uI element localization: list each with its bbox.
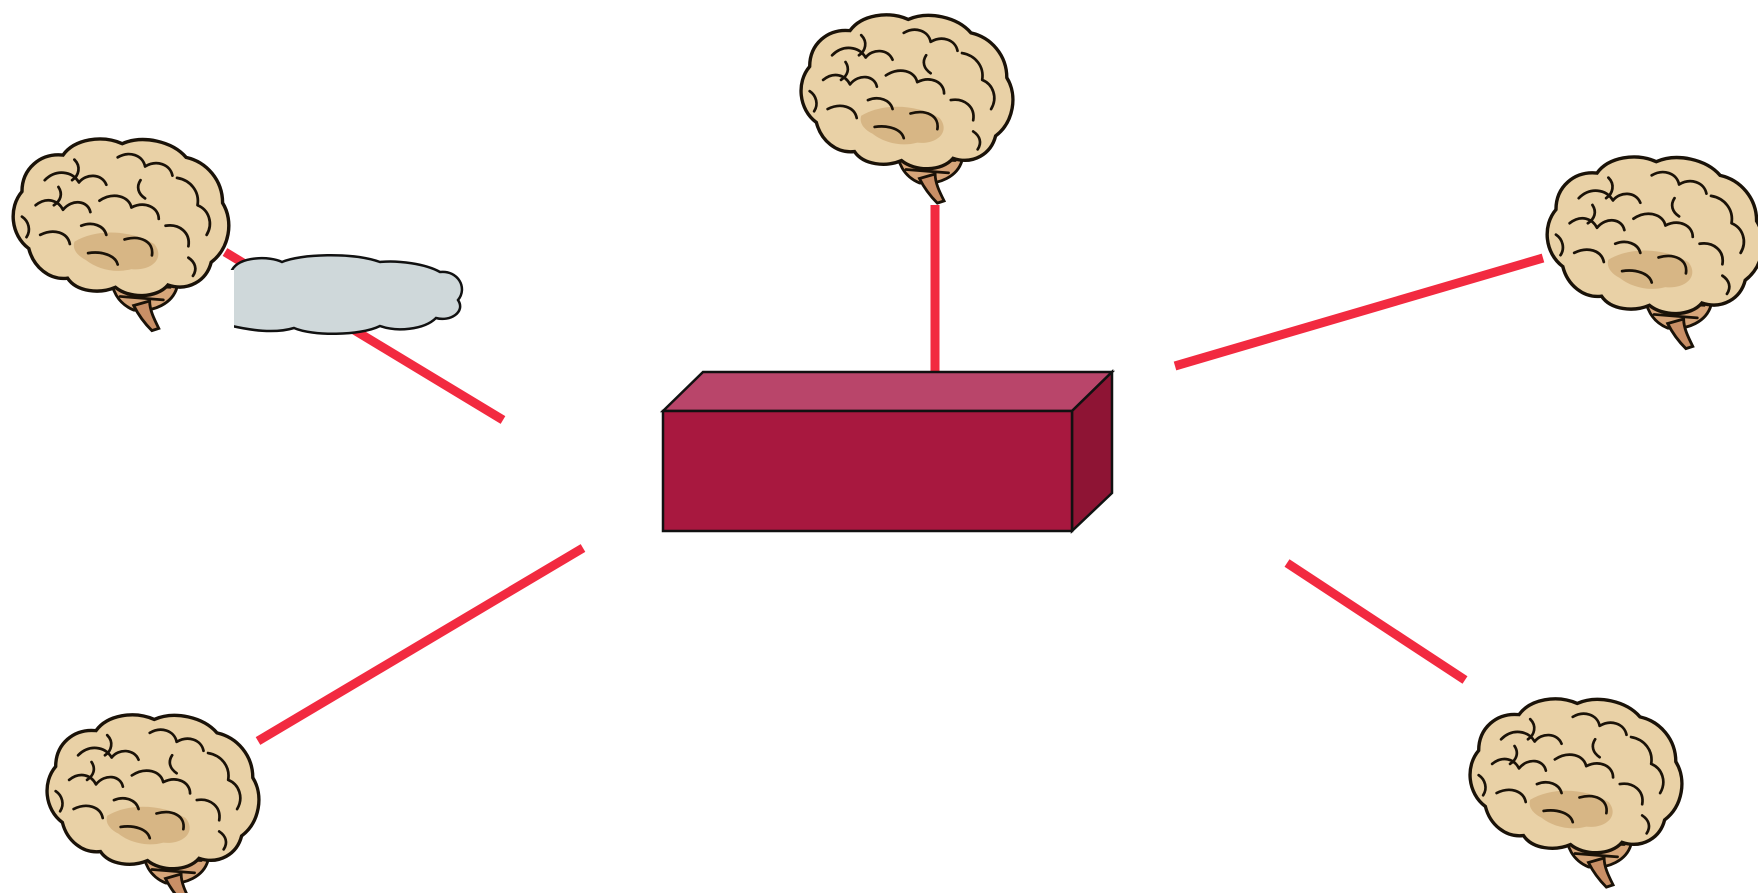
- connector-top-right: [1173, 253, 1545, 371]
- brain-top-left-icon: [11, 137, 231, 333]
- brain-top-center-icon: [799, 13, 1015, 205]
- cloud-icon: [222, 253, 464, 335]
- brain-bottom-right-icon: [1468, 697, 1684, 889]
- connector-bottom-right: [1284, 559, 1468, 684]
- connector-bottom-left: [255, 544, 586, 745]
- box-icon: [659, 369, 1116, 534]
- brain-bottom-left-icon: [45, 713, 261, 893]
- brain-top-right-icon: [1545, 155, 1758, 351]
